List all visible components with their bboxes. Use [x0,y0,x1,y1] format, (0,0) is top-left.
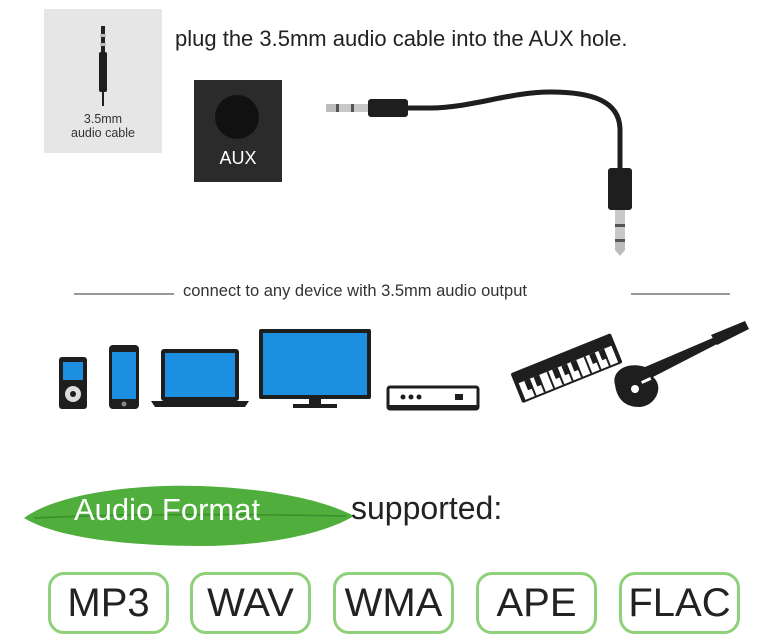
format-badge-wav: WAV [190,572,311,634]
smartphone-icon [109,345,139,409]
laptop-icon [151,349,249,407]
aux-cable-illustration-icon [326,89,632,256]
cable-caption-line1: 3.5mm [83,112,123,126]
divider-line-left [74,293,174,295]
set-top-box-icon [386,385,480,411]
aux-port: AUX [194,80,282,182]
connect-text: connect to any device with 3.5mm audio o… [183,282,527,300]
format-badge-ape: APE [476,572,597,634]
format-badge-wma: WMA [333,572,454,634]
mp3-player-icon [59,357,87,409]
format-badge-flac: FLAC [619,572,740,634]
headline: plug the 3.5mm audio cable into the AUX … [175,26,628,51]
divider-line-right [631,293,730,295]
keyboard-synth-icon [511,333,623,403]
supported-label: supported: [351,490,503,526]
monitor-icon [259,329,371,408]
format-badge-mp3: MP3 [48,572,169,634]
electric-guitar-icon [614,321,749,407]
aux-hole-icon [215,95,259,139]
aux-label: AUX [219,148,257,168]
devices-row [59,321,749,411]
audio-jack-icon [99,26,107,106]
audio-format-label: Audio Format [74,492,261,527]
cable-caption-line2: audio cable [71,126,135,140]
leaf-icon [24,485,354,546]
cable-card: 3.5mm audio cable [44,9,162,153]
